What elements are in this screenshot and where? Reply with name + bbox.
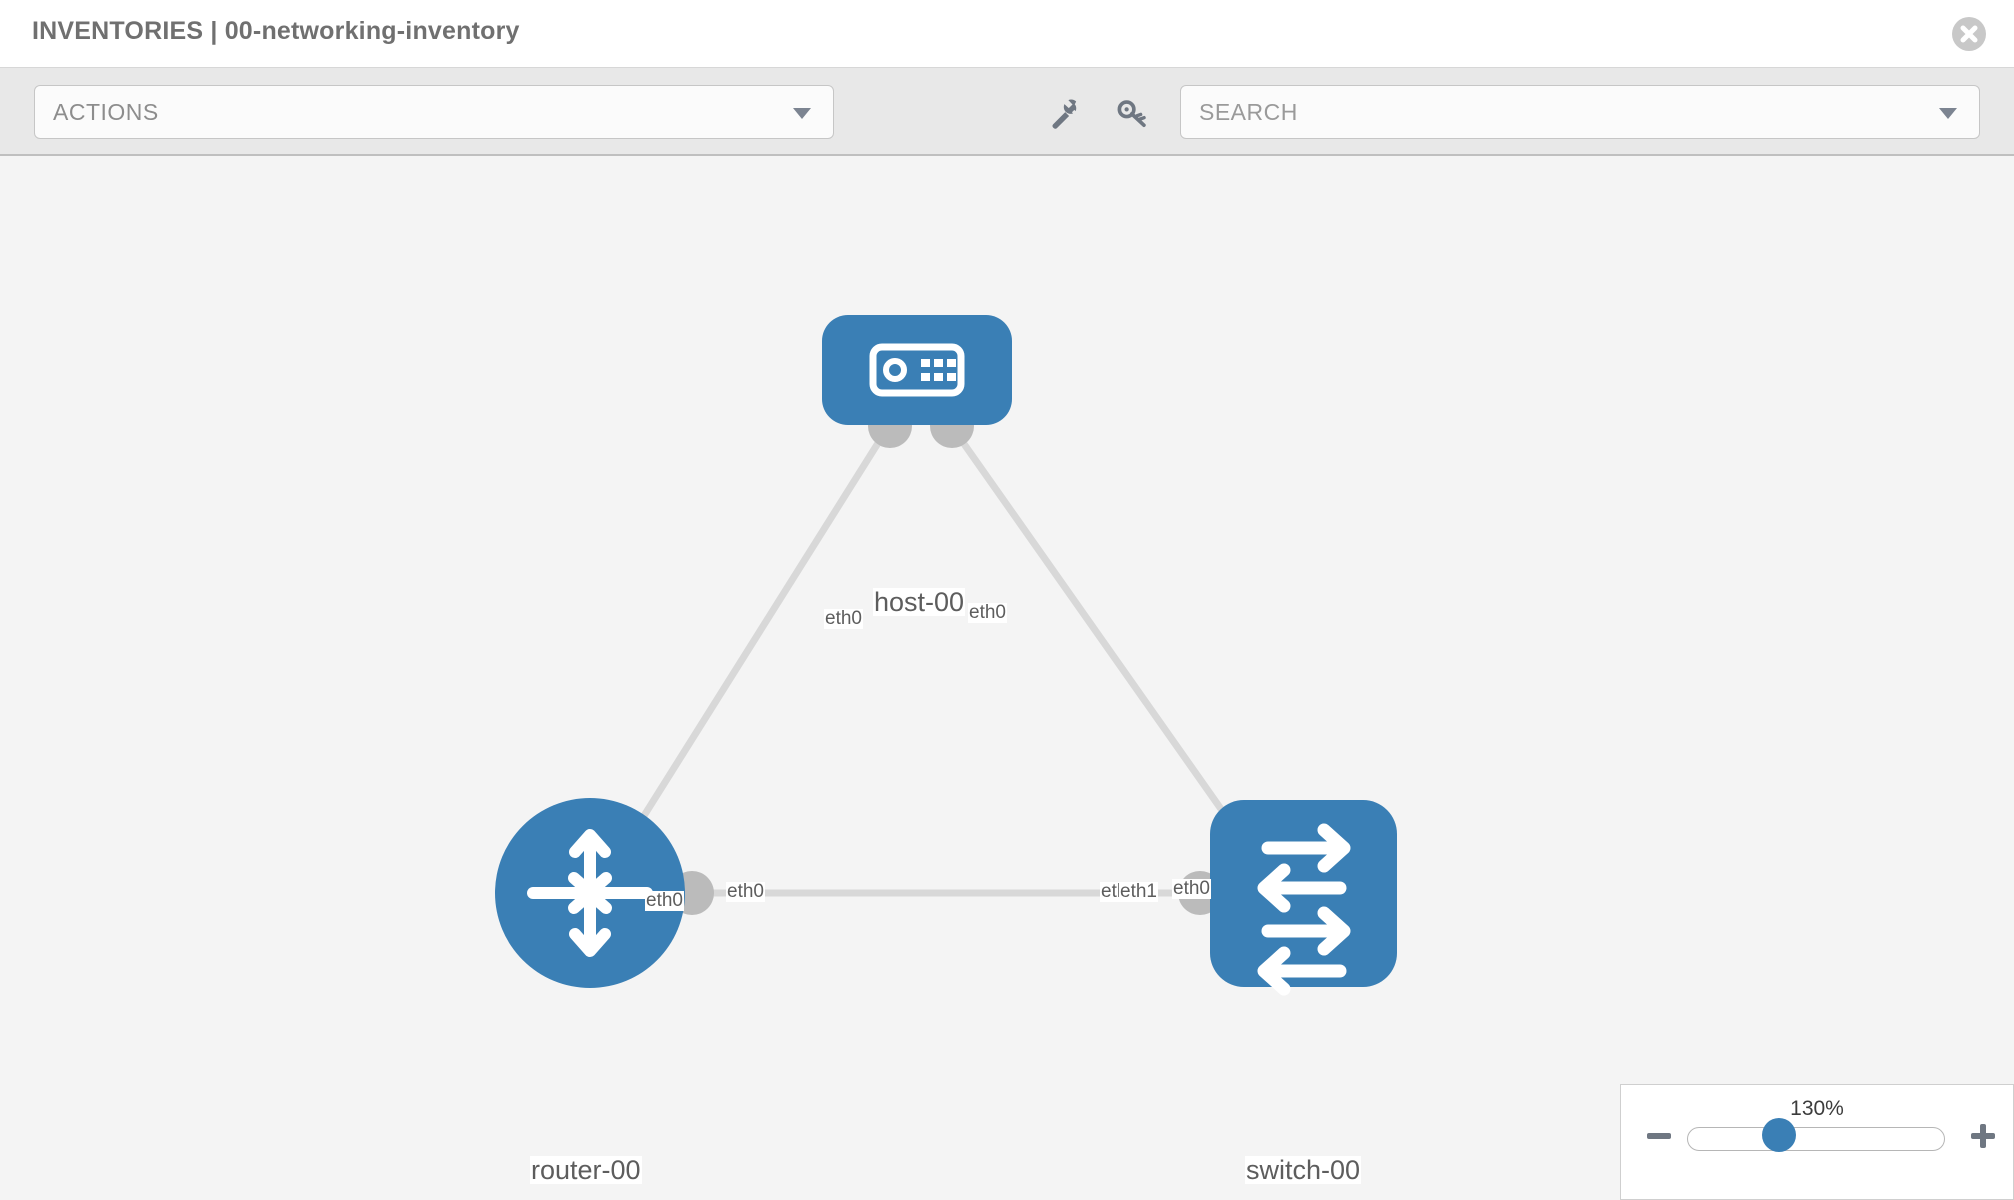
topology-canvas[interactable]: host-00 router-00 switch-00 eth0 eth0 et… [0,156,2014,1200]
node-label-host-00: host-00 [873,587,966,617]
zoom-in-button[interactable] [1967,1120,1999,1152]
link-host-switch[interactable] [947,421,1243,839]
server-icon [869,343,965,397]
edge-label-switch-up-eth0: eth0 [1172,878,1211,899]
node-host-00[interactable] [822,315,1012,425]
minus-icon [1647,1133,1671,1139]
zoom-slider-thumb[interactable] [1762,1118,1796,1152]
edge-label-router-right-eth0: eth0 [726,881,765,902]
wrench-button[interactable] [1047,96,1081,130]
node-switch-00[interactable] [1210,800,1397,996]
chevron-down-icon [793,108,811,119]
edge-label-switch-left-eth1: eth1 [1119,881,1158,902]
zoom-level-label: 130% [1790,1097,1844,1120]
zoom-control-panel: 130% [1620,1084,2014,1200]
search-input[interactable]: SEARCH [1180,85,1980,139]
link-host-router[interactable] [622,422,893,848]
actions-dropdown-label: ACTIONS [53,99,159,125]
switch-arrows-icon [1257,823,1351,996]
search-placeholder: SEARCH [1199,99,1298,125]
page-title: INVENTORIES | 00-networking-inventory [32,17,520,45]
chevron-down-icon [1939,108,1957,119]
toolbar: ACTIONS SEARCH [0,68,2014,156]
key-icon [1117,100,1146,128]
zoom-slider[interactable] [1687,1127,1945,1151]
edge-label-router-up-eth0: eth0 [645,890,684,911]
edge-label-host-right-eth0: eth0 [968,602,1007,623]
edge-label-host-left-eth0: eth0 [824,608,863,629]
wrench-icon [1052,99,1077,129]
plus-icon [1971,1124,1995,1148]
topology-graph [495,315,1397,996]
node-label-switch-00: switch-00 [1245,1155,1362,1185]
zoom-out-button[interactable] [1643,1120,1675,1152]
actions-dropdown[interactable]: ACTIONS [34,85,834,139]
router-arrows-icon [527,829,653,957]
node-label-router-00: router-00 [530,1155,642,1185]
node-router-00[interactable] [495,798,685,988]
key-button[interactable] [1115,96,1149,130]
page-header: INVENTORIES | 00-networking-inventory [0,0,2014,68]
close-button[interactable] [1952,17,1986,51]
close-icon [1960,25,1978,43]
